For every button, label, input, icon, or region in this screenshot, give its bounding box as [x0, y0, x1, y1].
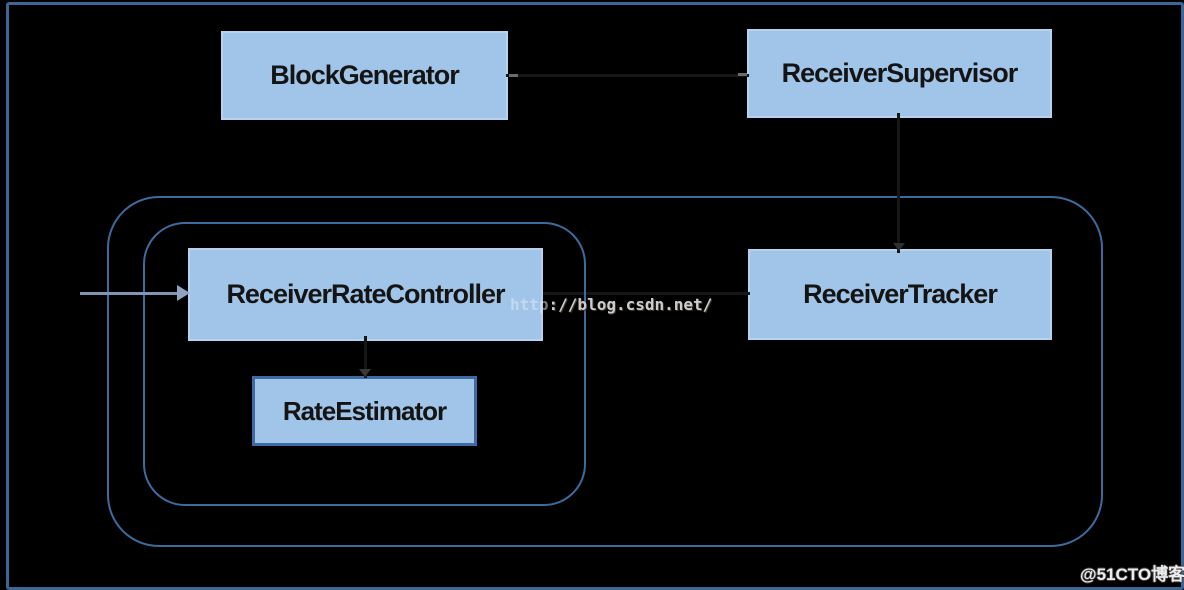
receiver-group-outline — [143, 222, 586, 506]
incoming-arrow-head-icon — [177, 285, 190, 301]
arrow-residue-left — [509, 74, 518, 77]
connector-controller-tracker — [543, 292, 750, 295]
arrowhead-into-tracker — [893, 243, 905, 251]
node-block-generator-label: BlockGenerator — [270, 60, 460, 90]
connector-supervisor-blockgenerator — [506, 74, 749, 77]
node-receiver-supervisor: ReceiverSupervisor — [747, 29, 1052, 118]
diagram-outer-frame — [6, 2, 1184, 590]
node-receiver-rate-controller-label: ReceiverRateController — [226, 279, 505, 309]
connector-controller-estimator — [364, 336, 367, 378]
51cto-watermark: @51CTO博客 — [1080, 565, 1184, 584]
arrow-residue-right — [738, 73, 747, 76]
incoming-arrow-line — [80, 292, 179, 295]
connector-supervisor-tracker — [897, 113, 900, 253]
arrowhead-into-estimator — [359, 369, 371, 377]
node-rate-estimator: RateEstimator — [252, 376, 477, 446]
node-receiver-tracker-label: ReceiverTracker — [803, 279, 998, 309]
node-rate-estimator-label: RateEstimator — [282, 395, 447, 426]
csdn-watermark-text: ://blog.csdn.net/ — [548, 295, 713, 314]
node-receiver-supervisor-label: ReceiverSupervisor — [781, 58, 1019, 88]
csdn-watermark: http://blog.csdn.net/ — [510, 295, 712, 314]
csdn-watermark-ghost: http — [510, 295, 549, 314]
node-receiver-rate-controller: ReceiverRateController — [188, 248, 543, 341]
node-block-generator: BlockGenerator — [221, 31, 508, 120]
executor-group-outline — [107, 196, 1103, 547]
